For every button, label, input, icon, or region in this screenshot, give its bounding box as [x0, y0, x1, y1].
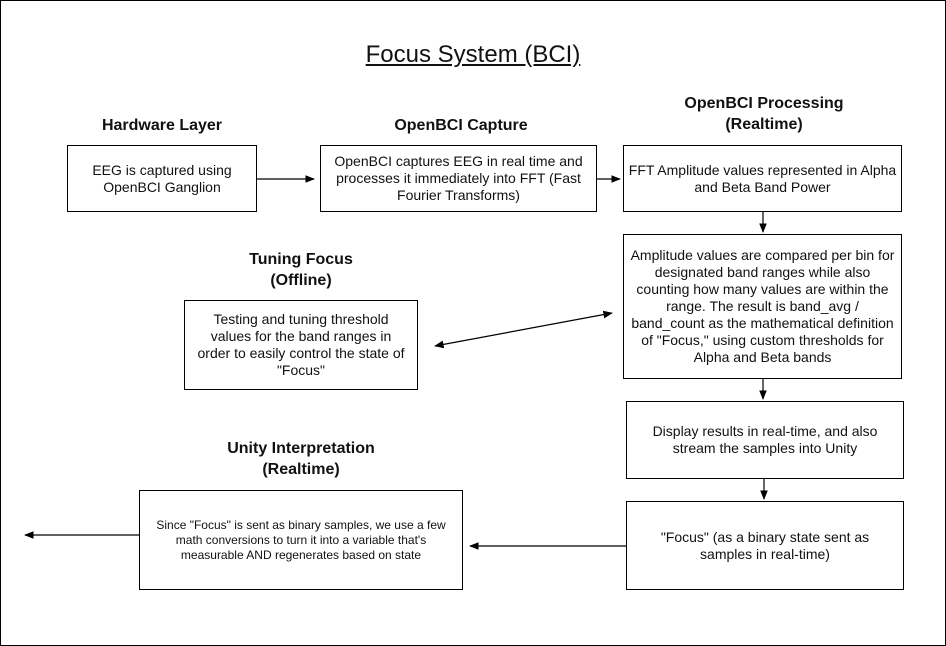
openbci-capture-box: OpenBCI captures EEG in real time and pr…: [320, 145, 597, 212]
arrow-tuning-comparison-bidirectional: [434, 310, 613, 349]
tuning-focus-heading-line-2: (Offline): [270, 272, 332, 289]
unity-interpretation-heading-line-2: (Realtime): [262, 461, 340, 478]
unity-interpretation-heading-line-1: Unity Interpretation: [227, 440, 375, 457]
focus-state-box: "Focus" (as a binary state sent as sampl…: [626, 501, 904, 590]
tuning-focus-box: Testing and tuning threshold values for …: [184, 300, 418, 390]
openbci-processing-heading: OpenBCI Processing (Realtime): [623, 93, 905, 135]
tuning-focus-heading-line-1: Tuning Focus: [249, 251, 353, 268]
unity-interpretation-heading: Unity Interpretation (Realtime): [191, 438, 411, 480]
hardware-layer-heading: Hardware Layer: [101, 117, 223, 134]
tuning-focus-heading: Tuning Focus (Offline): [201, 249, 401, 291]
hardware-layer-box: EEG is captured using OpenBCI Ganglion: [67, 145, 257, 212]
openbci-processing-box: FFT Amplitude values represented in Alph…: [623, 145, 902, 212]
openbci-processing-heading-line-1: OpenBCI Processing: [684, 95, 844, 112]
openbci-processing-heading-line-2: (Realtime): [725, 116, 803, 133]
diagram-title: Focus System (BCI): [365, 41, 581, 68]
unity-interpretation-box: Since "Focus" is sent as binary samples,…: [139, 490, 463, 590]
display-results-box: Display results in real-time, and also s…: [626, 401, 904, 479]
openbci-capture-heading: OpenBCI Capture: [394, 117, 528, 134]
amplitude-comparison-box: Amplitude values are compared per bin fo…: [623, 234, 902, 379]
